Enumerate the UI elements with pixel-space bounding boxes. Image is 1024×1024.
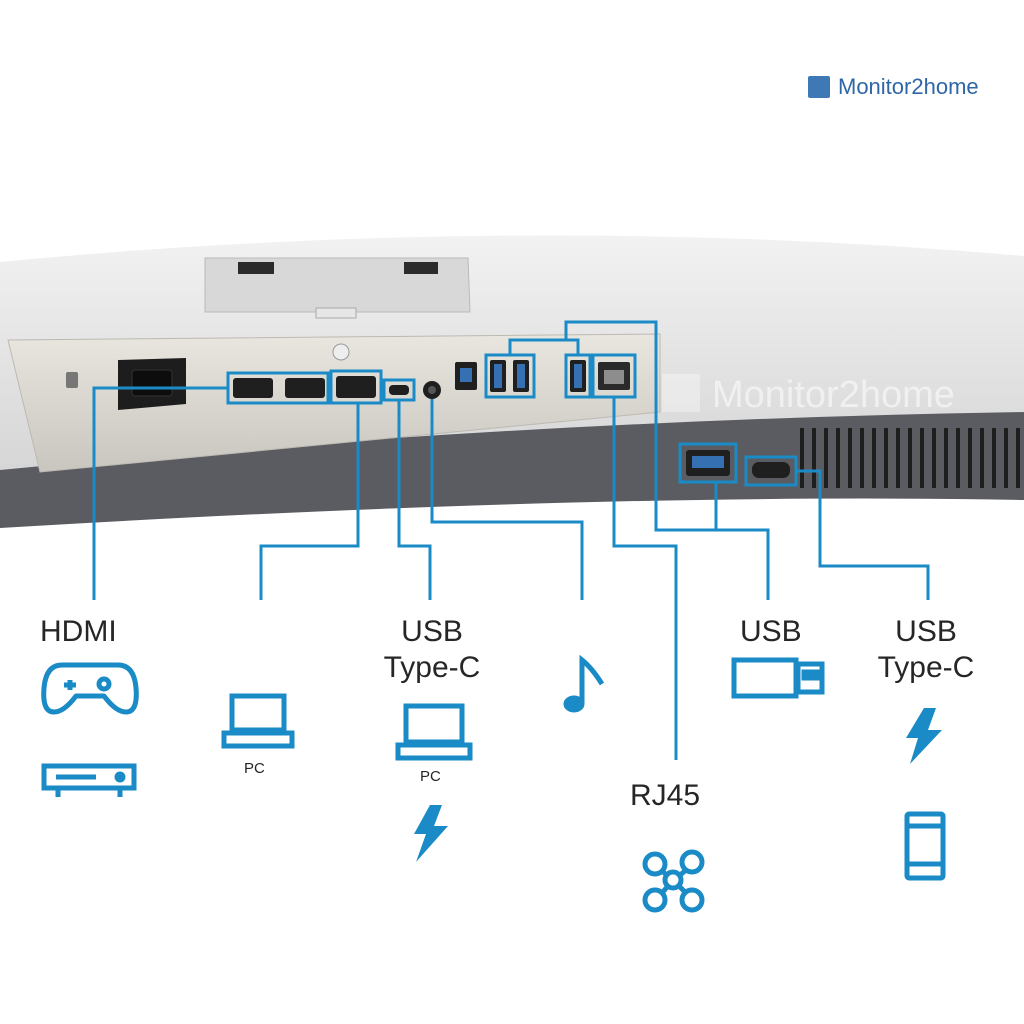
- label-pc-dp: PC: [244, 760, 265, 777]
- label-hdmi: HDMI: [40, 615, 117, 648]
- label-usb-type-c-right: USB Type-C: [866, 614, 986, 686]
- watermark-text: Monitor2home: [712, 374, 955, 416]
- network-icon: [642, 849, 705, 913]
- brand-text: Monitor2home: [838, 74, 979, 99]
- lightning-icon: [414, 805, 448, 862]
- label-usb-type-c-left-line-2: Type-C: [383, 651, 481, 684]
- monitor-body: [0, 235, 1024, 529]
- facebook-icon: [808, 76, 830, 98]
- lightning-icon: [906, 708, 942, 764]
- media-player-icon: [41, 763, 137, 797]
- smartphone-icon: [904, 811, 946, 881]
- usb-stick-icon: [731, 657, 825, 699]
- label-usb-type-c-left-line-1: USB: [401, 615, 463, 648]
- label-usb-type-c-left: USB Type-C: [372, 614, 492, 686]
- gamepad-icon: [41, 662, 139, 715]
- label-pc-usb-c: PC: [420, 768, 441, 785]
- label-usb-type-c-right-line-2: Type-C: [877, 651, 975, 684]
- brand-badge: Monitor2home: [808, 74, 979, 100]
- label-usb-type-c-right-line-1: USB: [895, 615, 957, 648]
- label-rj45: RJ45: [630, 779, 701, 812]
- watermark: Monitor2home: [662, 374, 955, 416]
- label-usb: USB: [740, 615, 802, 648]
- music-note-icon: [563, 654, 605, 713]
- connector-lines: [92, 320, 930, 760]
- laptop-icon: [221, 693, 295, 749]
- laptop-icon: [395, 703, 473, 761]
